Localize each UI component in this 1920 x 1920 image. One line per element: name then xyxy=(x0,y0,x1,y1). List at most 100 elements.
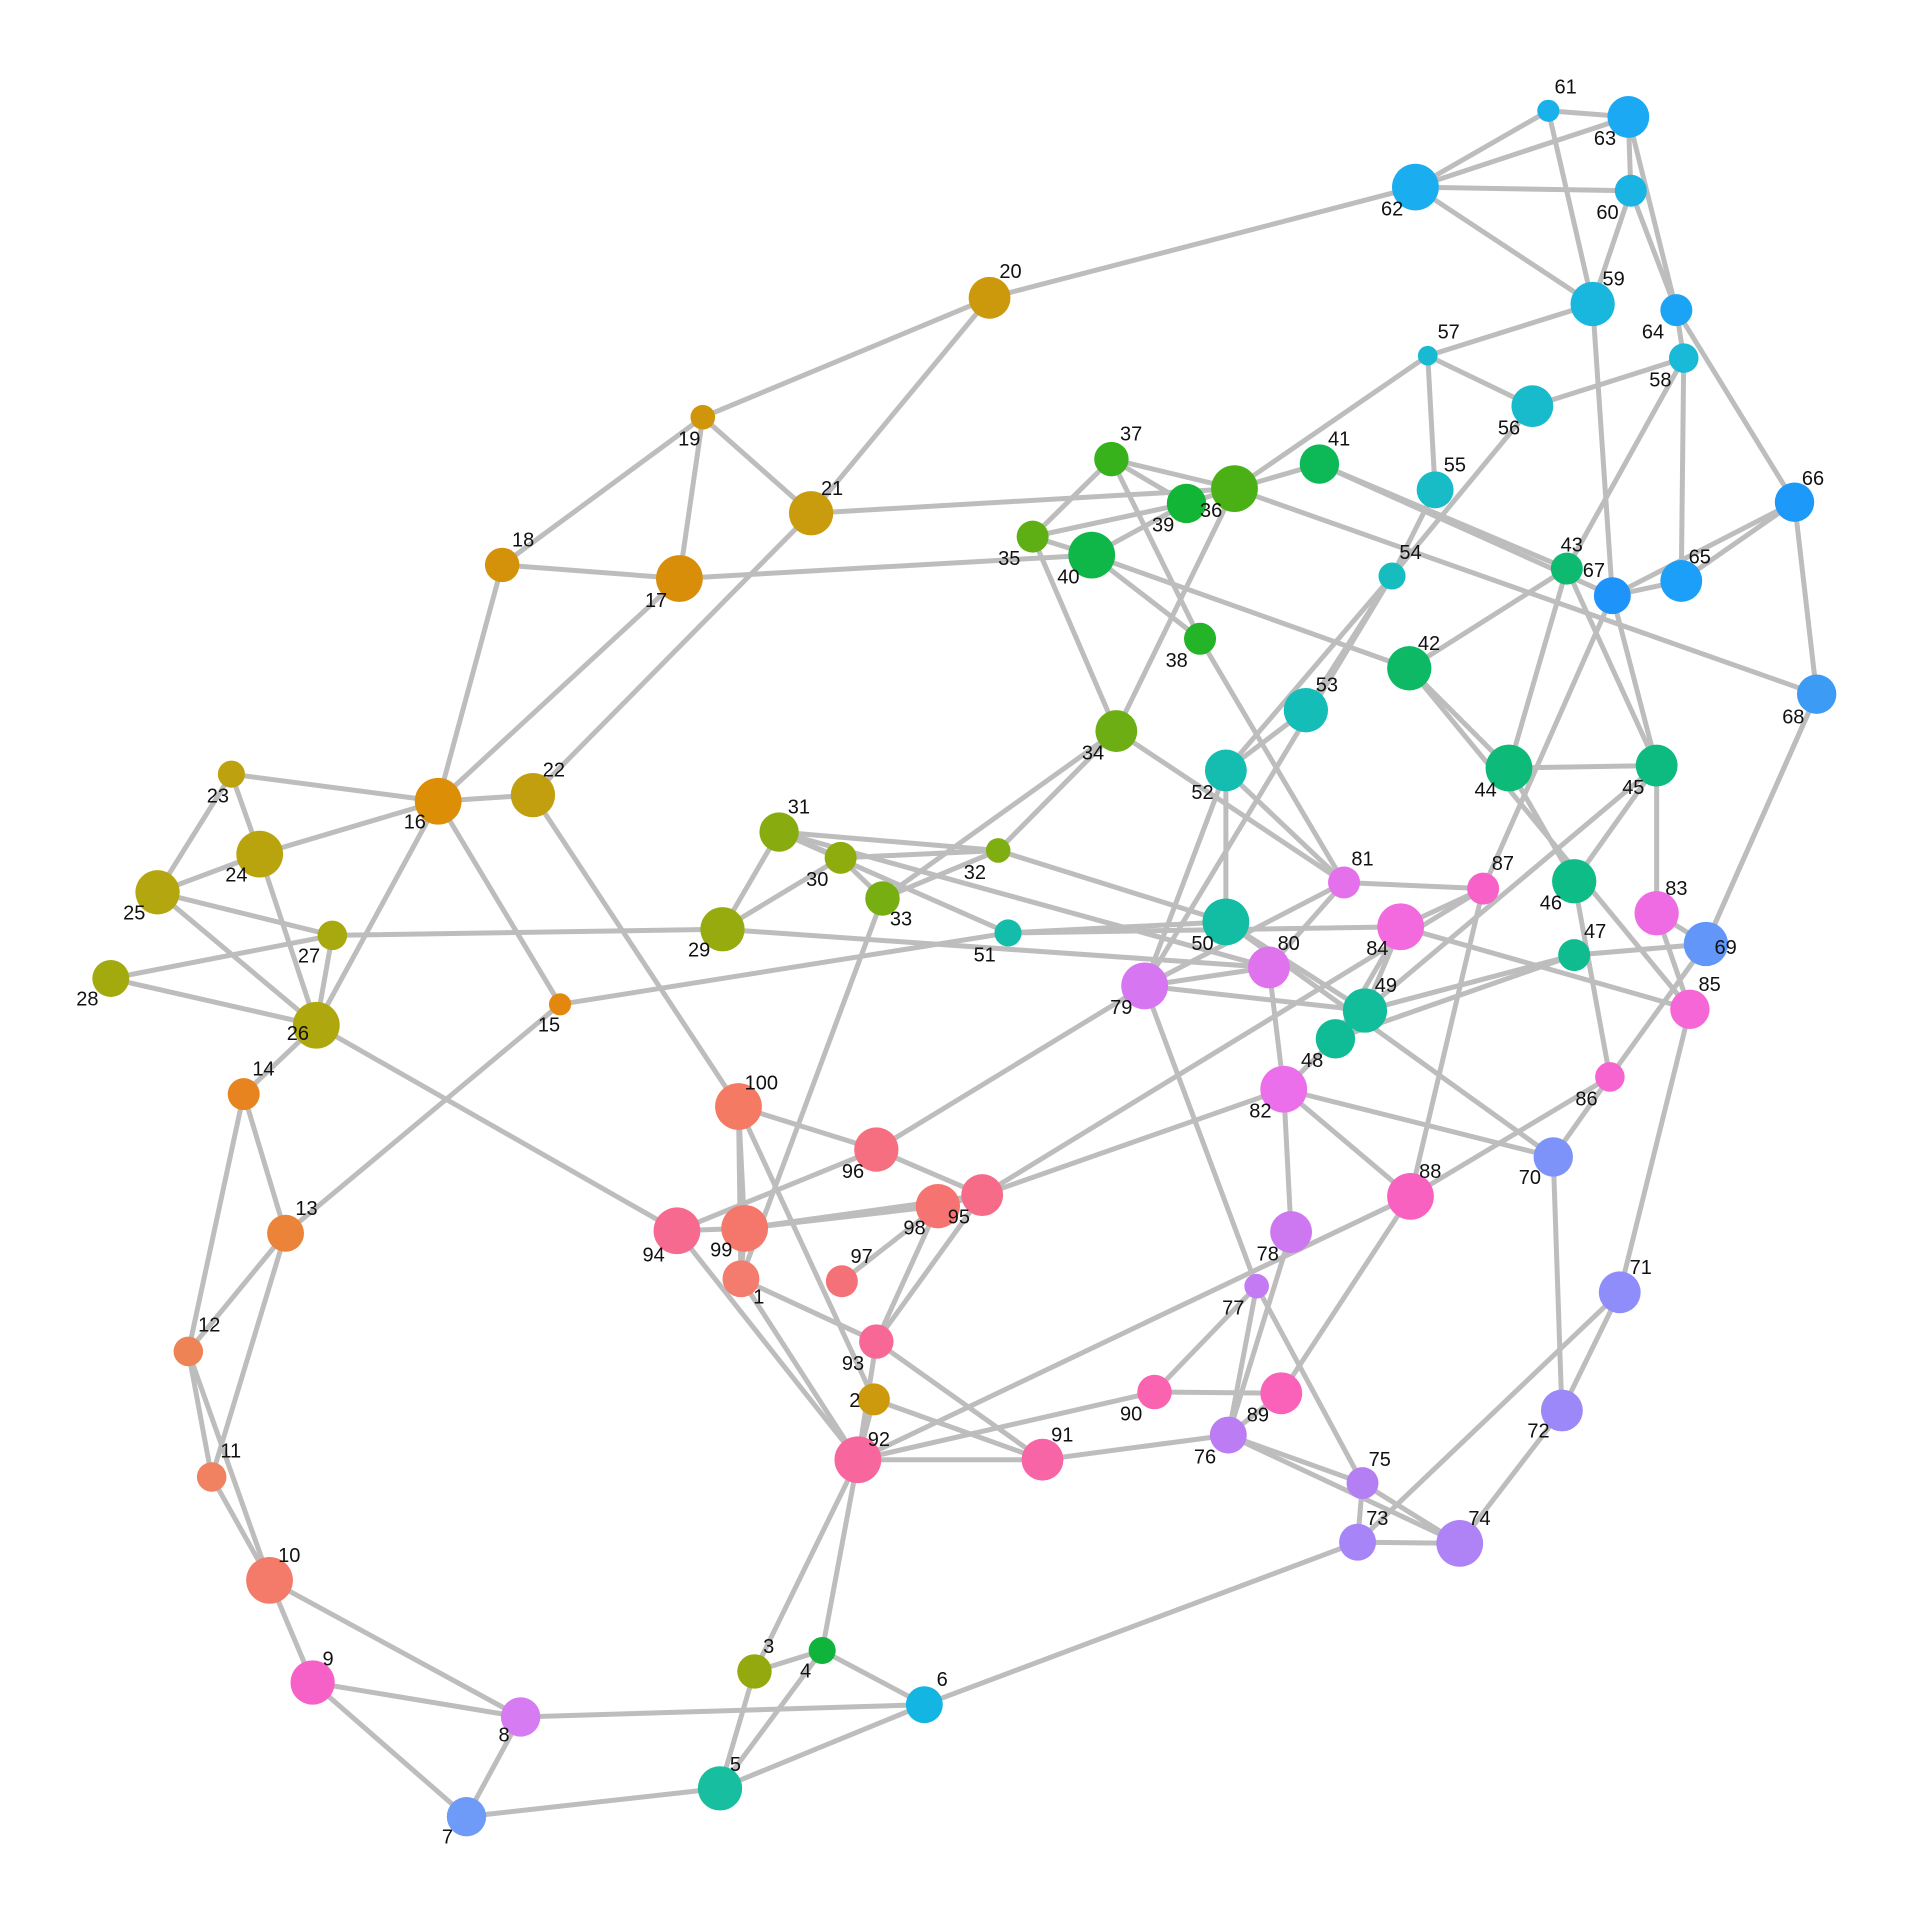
edge-77-79 xyxy=(1142,983,1260,1289)
edge-7-9 xyxy=(310,1680,469,1820)
node-label-28: 28 xyxy=(76,989,98,1011)
edge-94-92 xyxy=(674,1228,861,1463)
edge-6-8 xyxy=(518,1702,927,1720)
edge-35-39 xyxy=(1030,500,1189,540)
node-label-76: 76 xyxy=(1194,1446,1216,1468)
node-8 xyxy=(500,1697,541,1737)
node-label-34: 34 xyxy=(1082,742,1104,764)
edge-4-5 xyxy=(717,1648,825,1791)
edge-30-32 xyxy=(838,847,1001,861)
node-label-70: 70 xyxy=(1519,1167,1541,1189)
node-label-2: 2 xyxy=(849,1390,860,1412)
edge-90-92 xyxy=(855,1389,1157,1463)
node-label-4: 4 xyxy=(800,1661,811,1683)
edge-33-32 xyxy=(879,847,1001,901)
node-39 xyxy=(1166,483,1207,524)
node-label-26: 26 xyxy=(287,1023,309,1045)
edge-62-59 xyxy=(1412,184,1596,307)
edge-96-100 xyxy=(735,1103,879,1153)
node-46 xyxy=(1552,859,1597,904)
node-63 xyxy=(1607,96,1650,138)
node-64 xyxy=(1660,294,1693,327)
node-68 xyxy=(1796,674,1837,714)
node-label-17: 17 xyxy=(645,590,667,612)
node-42 xyxy=(1387,646,1432,691)
node-label-14: 14 xyxy=(252,1059,274,1081)
edge-92-3 xyxy=(751,1457,861,1674)
node-label-41: 41 xyxy=(1328,429,1350,451)
edge-18-19 xyxy=(499,414,706,568)
node-label-52: 52 xyxy=(1191,782,1213,804)
node-81 xyxy=(1328,866,1361,899)
edge-45-49 xyxy=(1362,763,1660,1013)
node-36 xyxy=(1211,465,1258,513)
node-95 xyxy=(961,1174,1004,1217)
node-label-36: 36 xyxy=(1200,500,1222,522)
node-label-18: 18 xyxy=(512,529,534,551)
node-70 xyxy=(1533,1137,1573,1177)
node-28 xyxy=(92,960,130,997)
node-65 xyxy=(1660,560,1703,602)
edge-87-88 xyxy=(1407,886,1486,1199)
node-9 xyxy=(290,1660,335,1705)
node-52 xyxy=(1204,749,1247,792)
edge-66-67 xyxy=(1609,499,1798,599)
node-30 xyxy=(824,841,857,874)
node-label-98: 98 xyxy=(903,1217,925,1239)
node-label-85: 85 xyxy=(1699,974,1721,996)
node-label-74: 74 xyxy=(1468,1508,1490,1530)
edges-layer xyxy=(108,108,1820,1820)
node-25 xyxy=(135,870,180,915)
node-label-45: 45 xyxy=(1622,777,1644,799)
node-label-13: 13 xyxy=(295,1198,317,1220)
edge-44-45 xyxy=(1506,763,1660,771)
node-76 xyxy=(1209,1416,1247,1454)
node-label-25: 25 xyxy=(123,902,145,924)
node-62 xyxy=(1392,163,1439,211)
edge-82-88 xyxy=(1281,1086,1413,1199)
edge-71-73 xyxy=(1355,1289,1623,1545)
node-label-87: 87 xyxy=(1492,853,1514,875)
node-label-66: 66 xyxy=(1802,468,1824,490)
edge-71-72 xyxy=(1559,1289,1623,1413)
edge-81-87 xyxy=(1341,879,1486,892)
edge-63-64 xyxy=(1625,114,1679,313)
node-43 xyxy=(1550,552,1583,585)
edge-11-12 xyxy=(185,1348,215,1480)
node-label-1: 1 xyxy=(753,1286,764,1308)
edge-84-85 xyxy=(1398,924,1693,1012)
edge-37-38 xyxy=(1108,456,1203,642)
node-48 xyxy=(1315,1019,1356,1059)
node-77 xyxy=(1244,1273,1269,1299)
edge-89-88 xyxy=(1278,1193,1413,1396)
node-99 xyxy=(721,1204,769,1252)
node-29 xyxy=(700,907,745,952)
edge-26-28 xyxy=(108,975,319,1028)
edge-21-22 xyxy=(530,510,814,798)
node-label-99: 99 xyxy=(710,1240,732,1262)
node-14 xyxy=(227,1078,260,1111)
node-label-50: 50 xyxy=(1191,933,1213,955)
edge-45-46 xyxy=(1571,763,1660,884)
edge-54-52 xyxy=(1223,573,1395,773)
edge-64-66 xyxy=(1673,307,1798,505)
node-label-72: 72 xyxy=(1527,1421,1549,1443)
edge-17-40 xyxy=(676,552,1095,581)
node-61 xyxy=(1537,99,1560,122)
node-label-8: 8 xyxy=(498,1725,509,1747)
edge-90-77 xyxy=(1151,1283,1260,1395)
node-15 xyxy=(548,993,572,1016)
edge-35-37 xyxy=(1030,456,1114,540)
node-82 xyxy=(1260,1065,1308,1113)
node-11 xyxy=(196,1462,227,1492)
node-label-79: 79 xyxy=(1110,997,1132,1019)
edge-25-26 xyxy=(155,889,319,1028)
node-24 xyxy=(236,830,284,878)
node-label-65: 65 xyxy=(1689,547,1711,569)
node-label-48: 48 xyxy=(1301,1050,1323,1072)
edge-8-10 xyxy=(267,1577,524,1720)
node-label-81: 81 xyxy=(1351,848,1373,870)
edge-25-27 xyxy=(155,889,335,938)
node-label-92: 92 xyxy=(868,1429,890,1451)
node-22 xyxy=(510,772,556,818)
